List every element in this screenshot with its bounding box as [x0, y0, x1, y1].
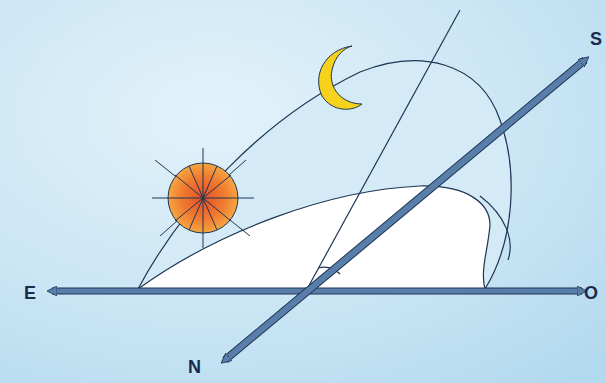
arc-line [480, 196, 510, 260]
cardinal-north: N [188, 358, 201, 376]
axis-arrow-outline [225, 60, 585, 360]
cardinal-east: E [24, 284, 36, 302]
moon-symbol [319, 46, 362, 109]
axis-arrow [225, 60, 585, 360]
horizon-arrow-outline [52, 288, 582, 295]
cardinal-west: O [584, 284, 598, 302]
horizon-arrow [52, 289, 582, 294]
cardinal-south: S [590, 30, 602, 48]
sun-symbol [152, 148, 254, 248]
zenith-line [306, 10, 460, 291]
